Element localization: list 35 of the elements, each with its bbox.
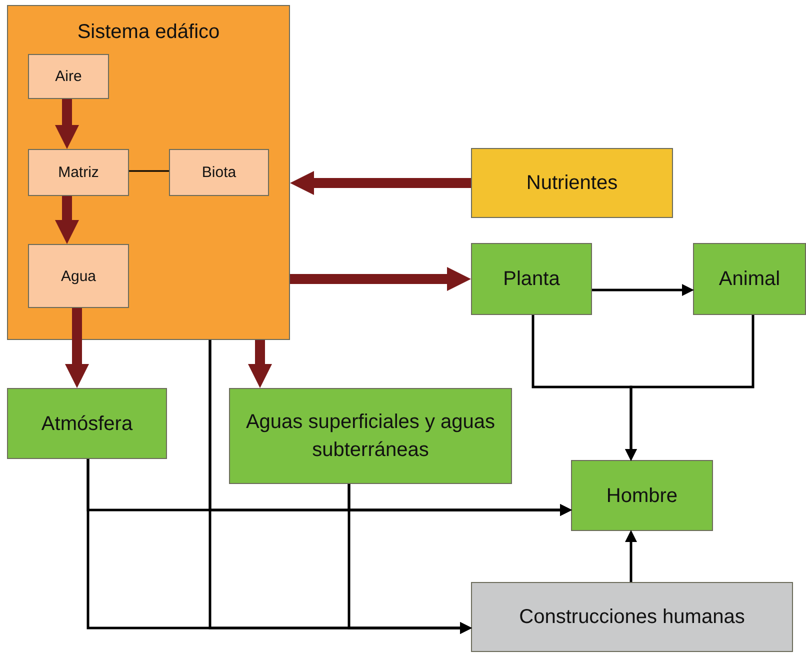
block-arrow xyxy=(65,308,89,388)
node-label: Construcciones humanas xyxy=(519,605,745,630)
node-label: Aguas superficiales y aguas subterráneas xyxy=(244,410,496,463)
process-box xyxy=(229,388,512,484)
arrow xyxy=(625,530,637,582)
node-label: Matriz xyxy=(58,163,99,183)
node-label: Aire xyxy=(55,67,82,87)
process-box xyxy=(7,388,167,459)
arrow xyxy=(625,315,754,461)
node-label: Agua xyxy=(60,266,96,286)
process-box xyxy=(471,243,592,315)
process-box xyxy=(471,582,793,652)
node-label: Atmósfera xyxy=(41,412,133,436)
block-arrow xyxy=(248,340,272,388)
block-arrow xyxy=(55,196,79,244)
arrow xyxy=(348,484,472,634)
block-arrow xyxy=(290,171,471,195)
component-box xyxy=(169,149,269,196)
node-label: Nutrientes xyxy=(526,171,618,196)
block-arrow xyxy=(290,267,471,291)
arrow xyxy=(592,284,694,296)
node-label: Biota xyxy=(202,163,236,183)
process-box xyxy=(571,460,713,531)
block-arrow xyxy=(55,99,79,149)
node-label: Hombre xyxy=(606,484,678,508)
connector-line xyxy=(129,170,169,172)
node-label: Sistema edáfico xyxy=(77,20,220,44)
system-box xyxy=(7,5,290,340)
node-label: Animal xyxy=(718,267,780,292)
component-box xyxy=(28,54,109,99)
node-label: Planta xyxy=(503,267,560,292)
component-box xyxy=(28,244,129,308)
process-box xyxy=(471,148,673,218)
process-box xyxy=(693,243,806,315)
component-box xyxy=(28,149,129,196)
